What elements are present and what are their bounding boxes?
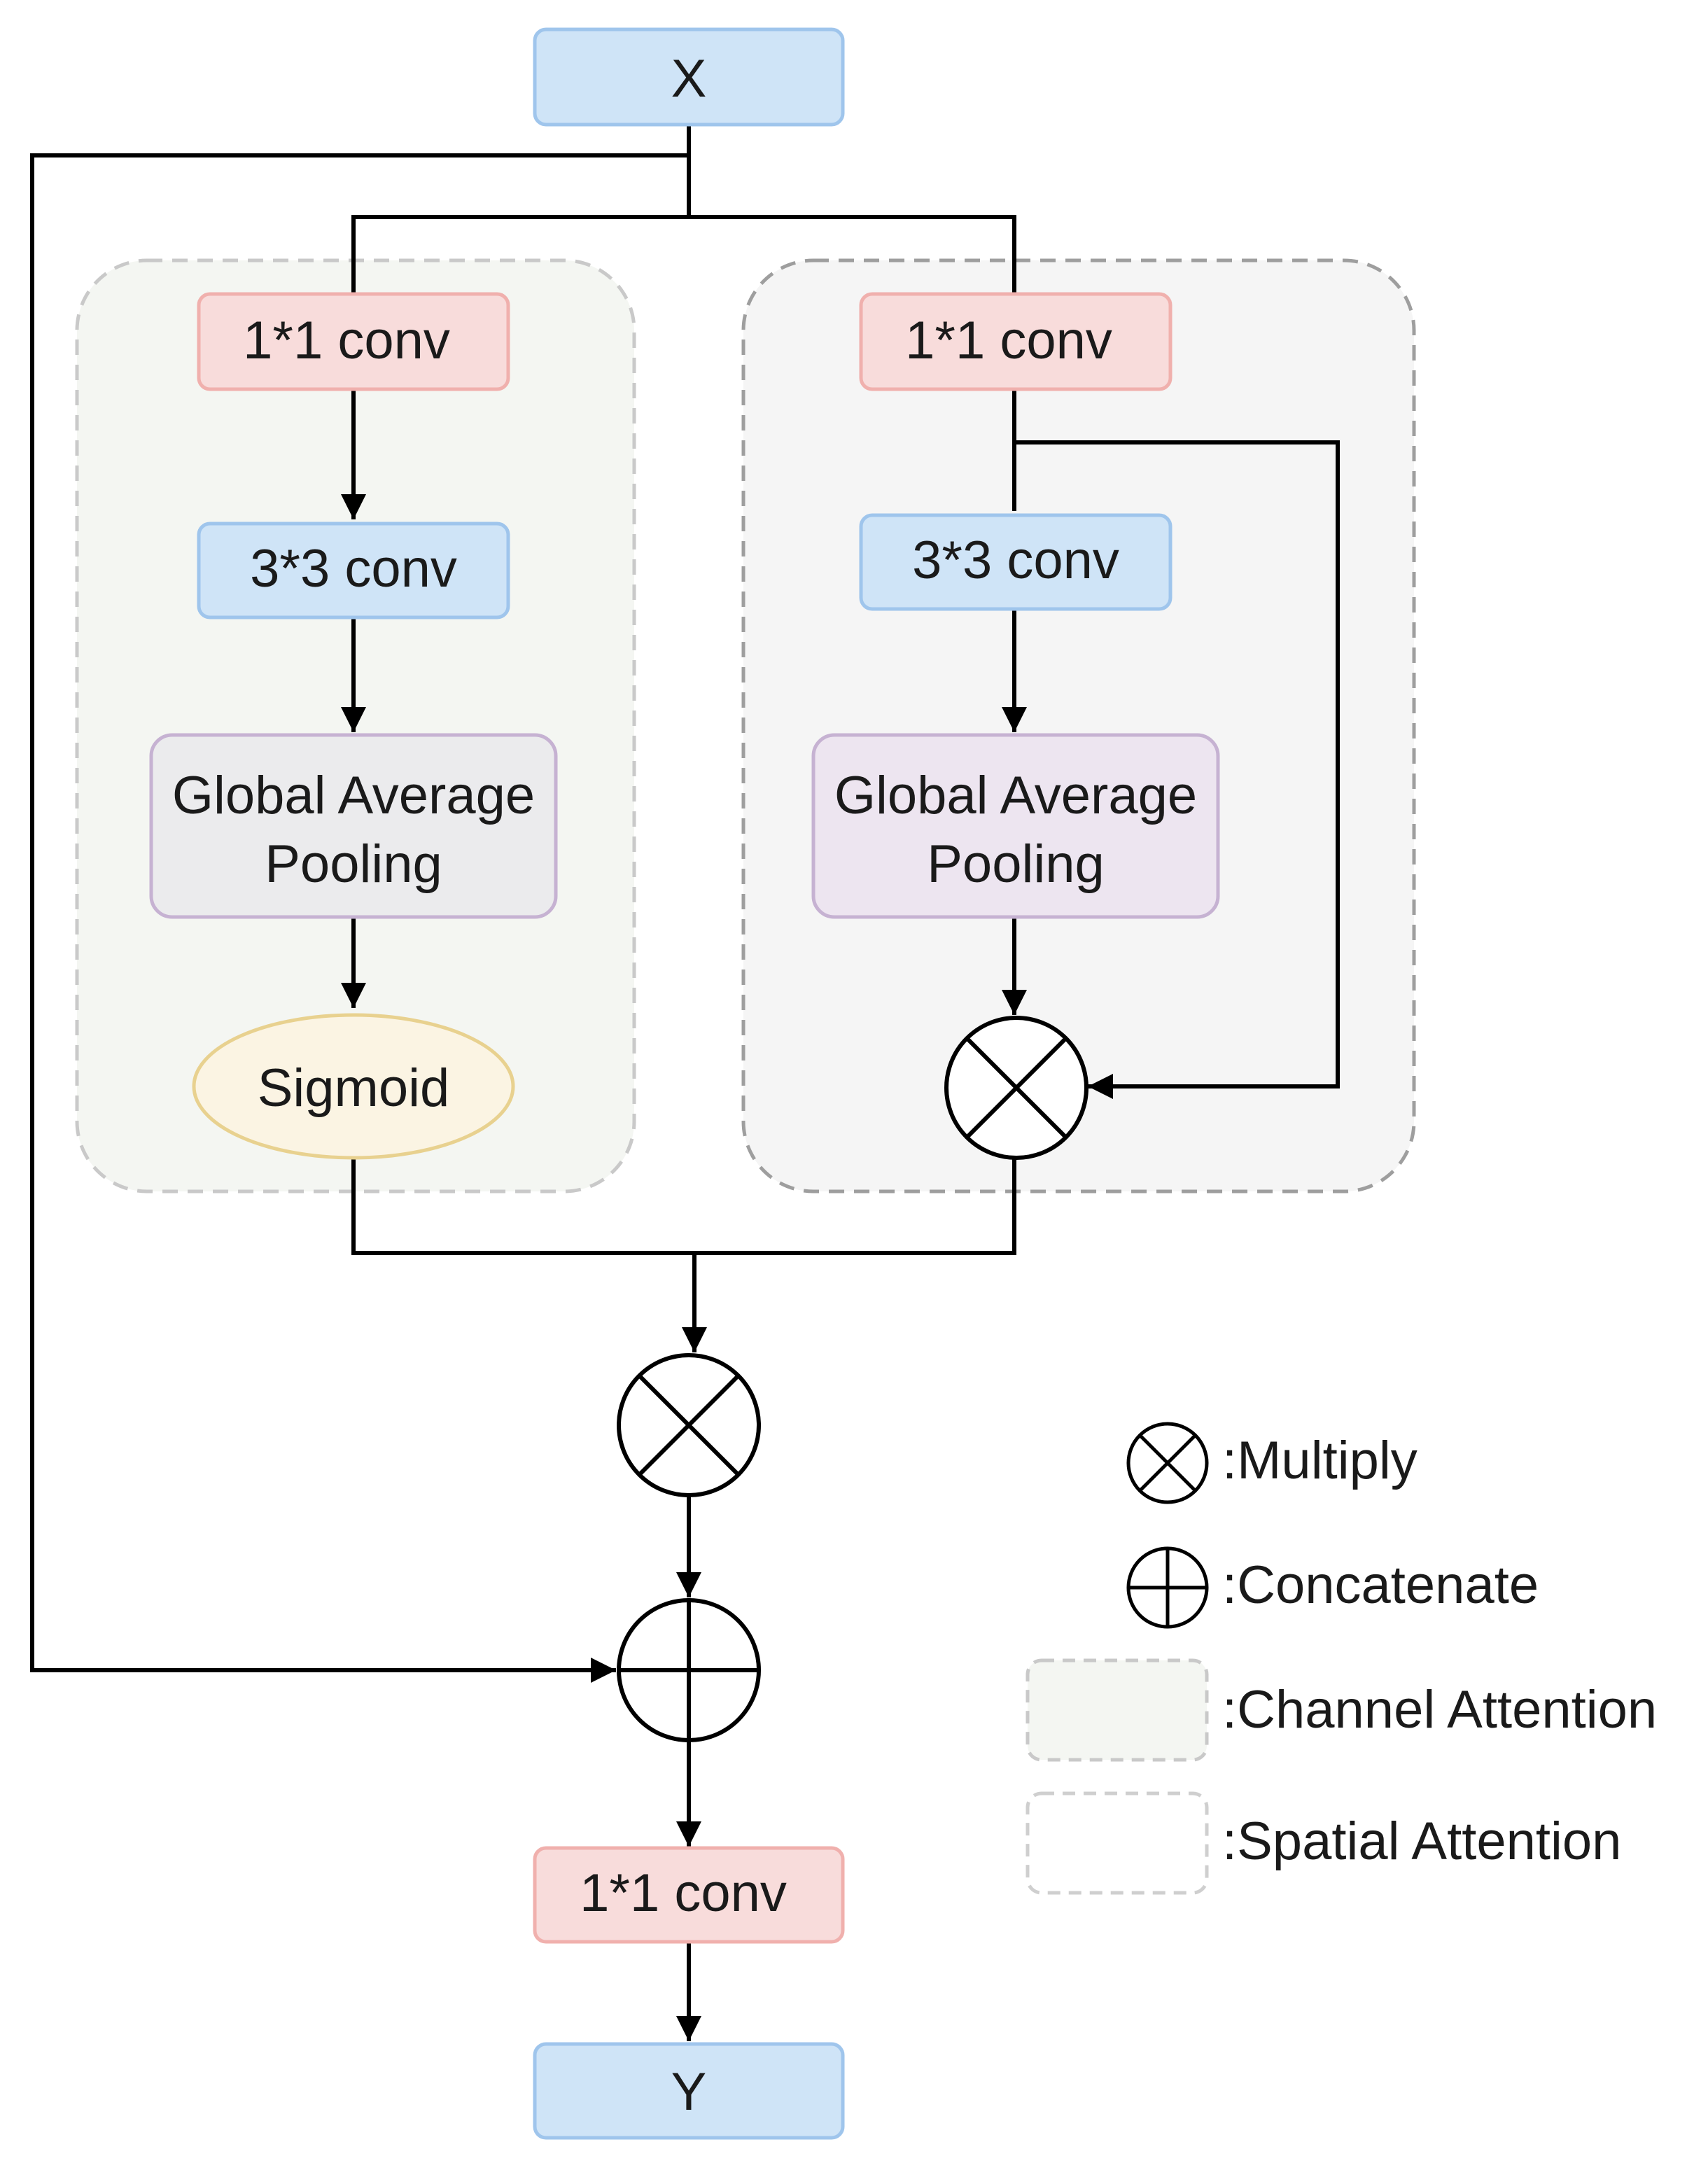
spatial-conv3-label: 3*3 conv [912, 531, 1119, 590]
channel-gap-node [149, 733, 558, 919]
spatial-attention-region [741, 258, 1416, 1194]
channel-conv3-node [197, 522, 510, 620]
channel-conv1-label: 1*1 conv [243, 311, 450, 370]
legend-multiply-icon [1126, 1422, 1209, 1504]
final-conv-label: 1*1 conv [580, 1863, 787, 1923]
legend-channel-label: :Channel Attention [1222, 1680, 1657, 1740]
spatial-gap-node [811, 733, 1220, 919]
output-node [533, 2042, 845, 2140]
main-multiply-icon [617, 1353, 761, 1497]
channel-conv1-node [197, 292, 510, 391]
legend-spatial-swatch [1026, 1791, 1209, 1895]
legend-spatial-label: :Spatial Attention [1222, 1812, 1621, 1871]
channel-gap-label-line1: Global Average [172, 766, 535, 825]
legend-multiply-label: :Multiply [1222, 1431, 1418, 1490]
legend: :Multiply :Concatenate :Channel Attentio… [1026, 1422, 1657, 1895]
channel-gap-label-line2: Pooling [265, 834, 442, 894]
spatial-conv1-label: 1*1 conv [905, 311, 1112, 370]
legend-channel-swatch [1026, 1658, 1209, 1762]
input-label: X [671, 49, 707, 108]
sigmoid-label: Sigmoid [258, 1058, 450, 1118]
spatial-conv3-node [859, 513, 1172, 611]
sigmoid-node [192, 1013, 515, 1160]
spatial-multiply-icon [944, 1016, 1088, 1160]
legend-concatenate-label: :Concatenate [1222, 1555, 1539, 1615]
spatial-conv1-node [859, 292, 1172, 391]
final-conv-node [533, 1846, 845, 1944]
legend-concatenate-icon [1126, 1546, 1209, 1629]
output-label: Y [671, 2062, 707, 2122]
spatial-gap-label-line2: Pooling [927, 834, 1105, 894]
connectors [30, 125, 1340, 2041]
input-node [533, 27, 845, 127]
channel-conv3-label: 3*3 conv [250, 539, 457, 598]
concatenate-icon [617, 1598, 761, 1742]
spatial-gap-label-line1: Global Average [834, 766, 1197, 825]
